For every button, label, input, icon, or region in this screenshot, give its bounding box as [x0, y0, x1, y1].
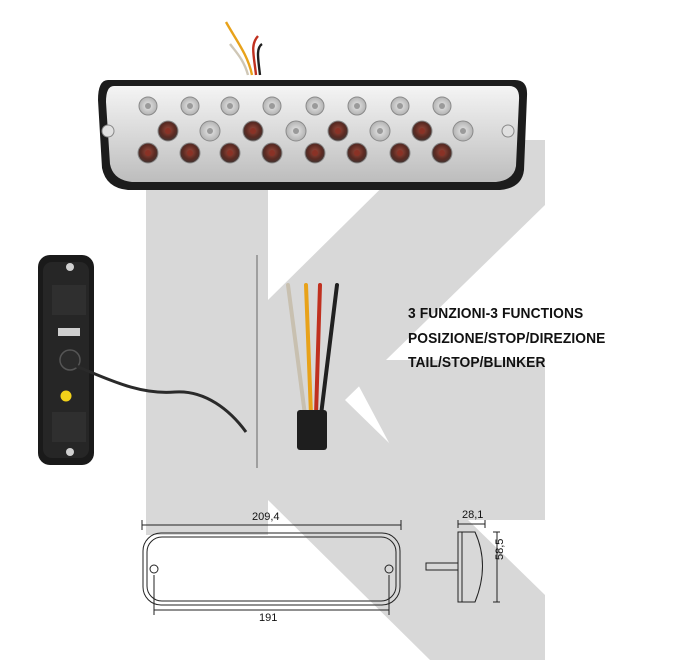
led-core — [312, 150, 318, 156]
led-core — [227, 150, 233, 156]
led-core — [250, 128, 256, 134]
led-core — [269, 150, 275, 156]
led-core — [354, 103, 360, 109]
led-core — [354, 150, 360, 156]
led-core — [165, 128, 171, 134]
led-core — [227, 103, 233, 109]
led-core — [439, 103, 445, 109]
overall-width-label: 209,4 — [252, 511, 280, 523]
led-core — [187, 150, 193, 156]
led-core — [269, 103, 275, 109]
led-core — [439, 150, 445, 156]
led-core — [335, 128, 341, 134]
led-core — [460, 128, 466, 134]
led-core — [293, 128, 299, 134]
led-core — [397, 103, 403, 109]
led-core — [145, 150, 151, 156]
functions-title: 3 FUNZIONI-3 FUNCTIONS — [408, 305, 584, 322]
mounting-distance-label: 191 — [259, 612, 278, 624]
led-core — [312, 103, 318, 109]
led-core — [207, 128, 213, 134]
height-label: 58,5 — [494, 538, 506, 560]
led-core — [397, 150, 403, 156]
led-core — [419, 128, 425, 134]
led-core — [145, 103, 151, 109]
functions-english: TAIL/STOP/BLINKER — [408, 354, 546, 371]
led-array — [137, 96, 474, 164]
led-core — [187, 103, 193, 109]
depth-label: 28,1 — [462, 509, 484, 521]
functions-italian: POSIZIONE/STOP/DIREZIONE — [408, 330, 606, 347]
top-wires — [224, 21, 263, 76]
led-core — [377, 128, 383, 134]
